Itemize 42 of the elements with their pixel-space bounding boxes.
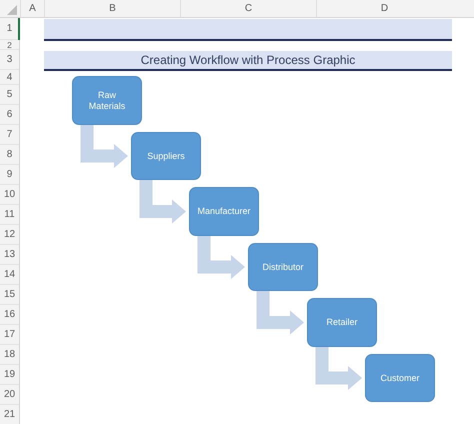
row-number: 17	[0, 325, 19, 345]
subtitle-banner: Creating Workflow with Process Graphic	[44, 51, 452, 71]
column-heading: D	[316, 0, 452, 17]
process-box	[248, 243, 318, 291]
process-box	[131, 132, 201, 180]
row-number: 13	[0, 245, 19, 265]
row-number: 7	[0, 125, 19, 145]
arrow	[316, 347, 362, 390]
row-number: 11	[0, 205, 19, 225]
row-number: 15	[0, 285, 19, 305]
row-number: 6	[0, 105, 19, 125]
arrow	[198, 236, 245, 279]
box-label: Raw Materials	[88, 90, 126, 112]
row-number: 16	[0, 305, 19, 325]
box-label: Distributor	[262, 262, 304, 272]
process-box	[189, 187, 259, 236]
process-box	[72, 76, 142, 125]
row-number: 12	[0, 225, 19, 245]
row-number: 14	[0, 265, 19, 285]
row-number: 20	[0, 385, 19, 405]
row-number: 19	[0, 365, 19, 385]
process-box	[365, 354, 435, 402]
column-heading: C	[180, 0, 316, 17]
box-label: Suppliers	[147, 150, 185, 162]
box-label: Manufacturer	[197, 206, 251, 217]
arrow	[80, 125, 128, 168]
row-number: 21	[0, 405, 19, 424]
row-number: 8	[0, 145, 19, 165]
row-number: 9	[0, 165, 19, 185]
row-number: 5	[0, 85, 19, 105]
column-heading: B	[44, 0, 180, 17]
row-number: 2	[0, 40, 19, 50]
row-number: 18	[0, 345, 19, 365]
box-label: Retailer	[326, 317, 358, 328]
row-number: 4	[0, 70, 19, 85]
process-box	[307, 298, 377, 347]
column-heading: A	[20, 0, 44, 17]
row-number: 10	[0, 185, 19, 205]
arrow	[256, 291, 304, 334]
arrow	[140, 180, 186, 224]
box-label: Customer	[380, 372, 420, 384]
row-number: 3	[0, 50, 19, 70]
